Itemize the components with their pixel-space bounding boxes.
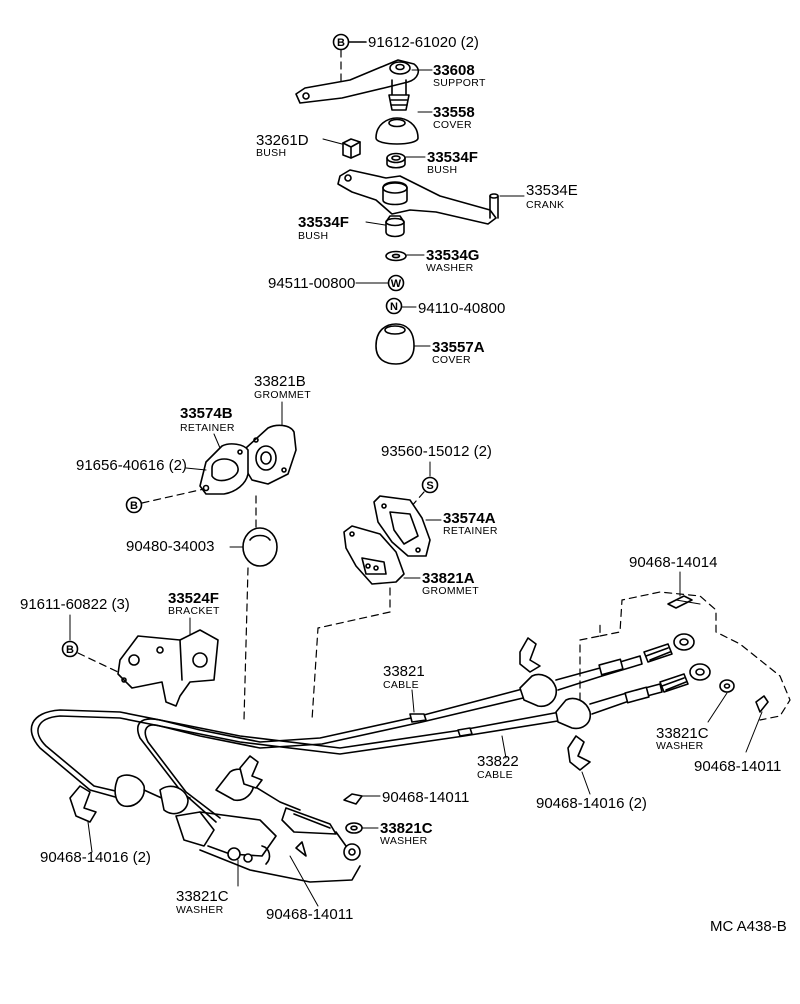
part-number-91611-60822: 91611-60822 (3) (20, 596, 130, 613)
part-number-91656-40616: 91656-40616 (2) (76, 457, 187, 474)
part-number-33534f-lower: 33534F (298, 214, 349, 231)
part-number-33821a: 33821A (422, 570, 475, 587)
part-number-90468-14016-left: 90468-14016 (2) (40, 849, 151, 866)
part-name-support: SUPPORT (433, 77, 486, 89)
retainer-33574b-part (199, 443, 249, 495)
part-name-washer-right: WASHER (656, 740, 704, 752)
part-number-90468-14016-right: 90468-14016 (2) (536, 795, 647, 812)
cover-33558-part (375, 111, 433, 145)
bush-33534f-upper-part (386, 152, 426, 169)
bolt-91656-callout: B (125, 488, 205, 514)
part-number-93560-15012: 93560-15012 (2) (381, 443, 492, 460)
bush-33261d-part (322, 138, 361, 159)
svg-text:B: B (66, 644, 74, 656)
washer-33821c-middle-part (345, 822, 379, 834)
cover-33557a-part (375, 323, 431, 365)
part-number-33821c-right: 33821C (656, 725, 709, 742)
part-number-33534f-upper: 33534F (427, 149, 478, 166)
part-number-90468-14011-right: 90468-14011 (694, 758, 781, 775)
part-name-bush-lower: BUSH (298, 230, 328, 242)
bracket-33524f-part (117, 629, 219, 707)
retainer-33574a-part (373, 495, 442, 557)
part-name-cover: COVER (433, 119, 472, 131)
part-number-33261d: 33261D (256, 132, 309, 149)
svg-text:B: B (337, 37, 345, 49)
part-number-33574b: 33574B (180, 405, 233, 422)
grommet-33821b-part (245, 424, 297, 485)
part-number-33558: 33558 (433, 104, 475, 121)
part-number-33608: 33608 (433, 62, 475, 79)
part-number-33822: 33822 (477, 753, 519, 770)
part-number-33524f: 33524F (168, 590, 219, 607)
part-name-grommet-b: GROMMET (254, 389, 311, 401)
screw-93560-callout: S (409, 476, 439, 509)
svg-text:B: B (130, 500, 138, 512)
clip-90468-14016-left-part (69, 785, 97, 853)
figure-code: MC A438-B (710, 918, 787, 935)
part-number-33821c-bottom: 33821C (176, 888, 229, 905)
part-number-33534g: 33534G (426, 247, 479, 264)
clip-90468-14016-right-lower-part (567, 735, 591, 795)
part-number-91612-61020: 91612-61020 (2) (368, 34, 479, 51)
part-number-33574a: 33574A (443, 510, 496, 527)
svg-text:S: S (426, 480, 433, 492)
part-name-washer: WASHER (426, 262, 474, 274)
svg-text:N: N (390, 301, 398, 313)
part-number-33534e: 33534E (526, 182, 578, 199)
part-name-retainer-a: RETAINER (443, 525, 498, 537)
part-name-cable-33822: CABLE (477, 769, 513, 781)
nut-94110-callout: N 94110-40800 (385, 297, 505, 317)
bush-33534f-lower-part (365, 215, 405, 238)
part-number-33821b: 33821B (254, 373, 306, 390)
bolt-91611-callout: B (61, 640, 119, 673)
part-number-33557a: 33557A (432, 339, 485, 356)
part-name-crank: CRANK (526, 199, 564, 211)
part-number-90468-14014: 90468-14014 (629, 554, 717, 571)
part-number-94110-40800: 94110-40800 (418, 300, 505, 317)
part-name-washer-bottom: WASHER (176, 904, 224, 916)
svg-text:W: W (391, 278, 402, 290)
clip-90468-14016-left-upper-part (239, 755, 263, 789)
crank-33534e-part (337, 169, 525, 225)
part-name-bush-upper: BUSH (427, 164, 457, 176)
grommet-33821a-part (343, 525, 421, 585)
part-name-cable-33821: CABLE (383, 679, 419, 691)
washer-94511-callout: 94511-00800 W (268, 274, 405, 292)
support-33608-part (295, 59, 433, 111)
part-number-90468-14011-bottom: 90468-14011 (266, 906, 353, 923)
bolt-91612-callout: B 91612-61020 (2) (332, 33, 479, 93)
part-number-90468-14011-middle: 90468-14011 (382, 789, 469, 806)
part-name-grommet-a: GROMMET (422, 585, 479, 597)
cable-33822-part (30, 663, 711, 801)
cable-33821-part (136, 633, 695, 823)
part-name-cover-lower: COVER (432, 354, 471, 366)
washer-33534g-part (385, 250, 425, 262)
part-name-bush: BUSH (256, 147, 286, 159)
part-number-33821: 33821 (383, 663, 425, 680)
clip-90468-14016-right-upper-part (519, 637, 541, 673)
clip-90468-14011-right-part (745, 695, 769, 753)
part-number-94511-00800: 94511-00800 (268, 275, 355, 292)
part-number-33821c-middle: 33821C (380, 820, 433, 837)
transaxle-outline (579, 591, 791, 721)
washer-33821c-right-part (707, 679, 735, 723)
part-name-bracket: BRACKET (168, 605, 220, 617)
plug-90480-part (242, 527, 278, 567)
part-name-retainer-b: RETAINER (180, 422, 235, 434)
part-number-90480-34003: 90480-34003 (126, 538, 214, 555)
clip-90468-14011-middle-part (343, 793, 381, 805)
part-name-washer-middle: WASHER (380, 835, 428, 847)
